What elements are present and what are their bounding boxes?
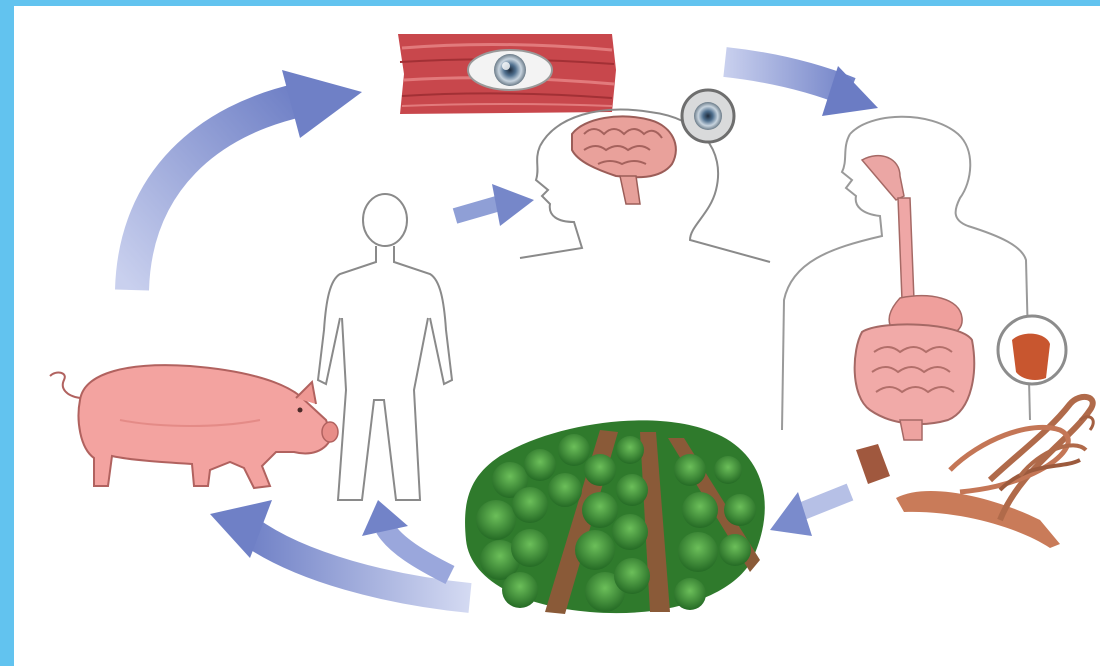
arrow-muscle-to-human	[725, 62, 878, 116]
pig-icon	[50, 365, 338, 488]
arrow-pig-to-muscle	[132, 70, 362, 290]
arrow-field-to-human	[362, 500, 450, 575]
brain-icon	[520, 90, 770, 262]
arrow-field-to-pig	[210, 500, 470, 598]
arrow-human-to-brain	[455, 184, 534, 226]
muscle-cyst-icon	[398, 34, 616, 114]
intestine-icon	[782, 117, 1066, 440]
arrow-worm-to-field	[770, 492, 850, 536]
crop-field-icon	[465, 420, 765, 614]
human-outline-icon	[318, 194, 452, 500]
